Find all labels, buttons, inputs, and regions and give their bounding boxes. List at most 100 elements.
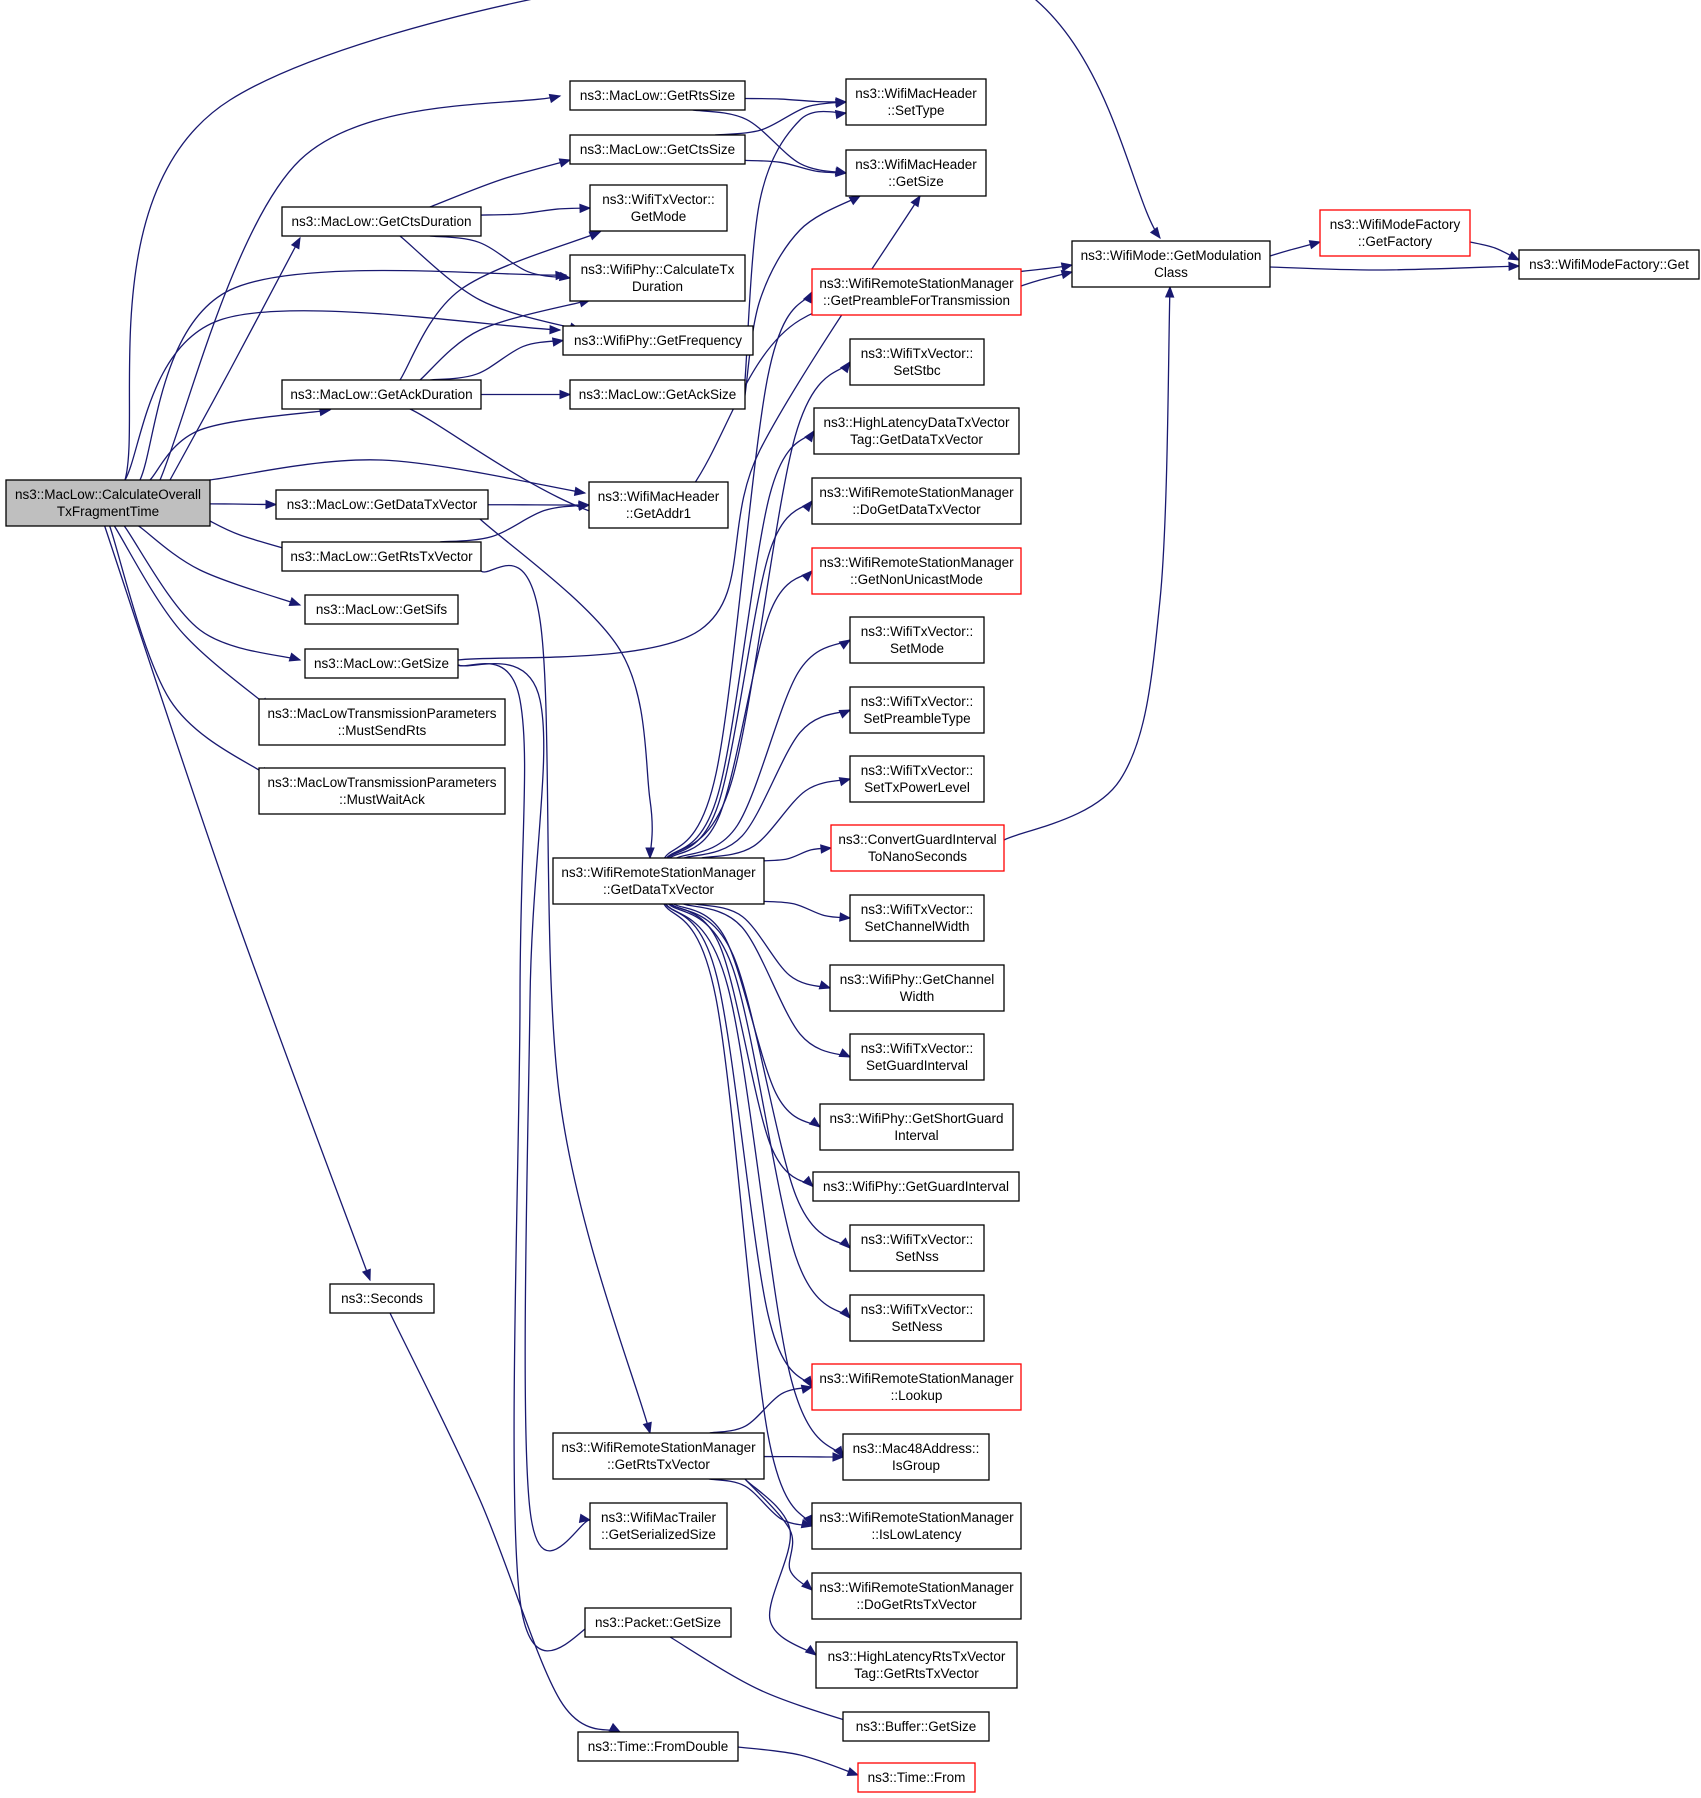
node-seconds[interactable]: ns3::Seconds [329, 1283, 435, 1314]
node-getCtsDuration[interactable]: ns3::MacLow::GetCtsDuration [281, 206, 482, 237]
node-getPreamble[interactable]: ns3::WifiRemoteStationManager::GetPreamb… [811, 268, 1022, 316]
edge-getModulationClass-to-wmfGet [1261, 265, 1520, 271]
node-doGetRtsTxVector[interactable]: ns3::WifiRemoteStationManager::DoGetRtsT… [811, 1572, 1022, 1620]
node-box [857, 1762, 976, 1793]
node-label-line: ns3::MacLow::CalculateOverall [15, 487, 201, 502]
node-getRtsTxVectorML[interactable]: ns3::MacLow::GetRtsTxVector [281, 541, 482, 572]
node-hlRtsTag[interactable]: ns3::HighLatencyRtsTxVectorTag::GetRtsTx… [815, 1641, 1018, 1689]
node-macLowGetSize[interactable]: ns3::MacLow::GetSize [304, 648, 459, 679]
node-getNonUnicastMode[interactable]: ns3::WifiRemoteStationManager::GetNonUni… [811, 547, 1022, 595]
edge-seconds-to-fromDouble-arrowhead [608, 1722, 622, 1733]
node-wrsmGetRtsTxVector[interactable]: ns3::WifiRemoteStationManager::GetRtsTxV… [552, 1432, 765, 1480]
node-getFrequency[interactable]: ns3::WifiPhy::GetFrequency [562, 325, 754, 356]
node-setPreambleType[interactable]: ns3::WifiTxVector::SetPreambleType [849, 686, 985, 734]
edge-wrsmGetDataTxVector-to-getNonUnicastMode-arrowhead [801, 570, 813, 582]
node-getAckSize[interactable]: ns3::MacLow::GetAckSize [569, 379, 746, 410]
node-setTxPowerLevel[interactable]: ns3::WifiTxVector::SetTxPowerLevel [849, 755, 985, 803]
node-getRtsSize[interactable]: ns3::MacLow::GetRtsSize [569, 80, 746, 111]
node-box [281, 379, 482, 410]
node-setChannelWidth[interactable]: ns3::WifiTxVector::SetChannelWidth [849, 894, 985, 942]
edge-root-to-getModulationClass [116, 0, 1161, 509]
node-label-line: ns3::WifiTxVector:: [861, 346, 974, 361]
node-mustSendRts[interactable]: ns3::MacLowTransmissionParameters::MustS… [258, 698, 506, 746]
node-setGuardInterval[interactable]: ns3::WifiTxVector::SetGuardInterval [849, 1033, 985, 1081]
node-setStbc[interactable]: ns3::WifiTxVector::SetStbc [849, 338, 985, 386]
node-label-line: ns3::WifiRemoteStationManager [819, 276, 1014, 291]
node-isLowLatency[interactable]: ns3::WifiRemoteStationManager::IsLowLate… [811, 1502, 1022, 1550]
node-getCtsSize[interactable]: ns3::MacLow::GetCtsSize [569, 134, 746, 165]
edge-getCtsDuration-to-calcTxDuration [429, 235, 571, 279]
node-label-line: ns3::WifiPhy::GetGuardInterval [823, 1179, 1009, 1194]
edge-getAckSize-to-wmhGetSize-arrowhead [848, 195, 862, 206]
node-label-line: ::GetFactory [1358, 234, 1433, 249]
node-timeFrom[interactable]: ns3::Time::From [857, 1762, 976, 1793]
node-box [569, 379, 746, 410]
node-label-line: ns3::WifiTxVector:: [602, 192, 715, 207]
node-box [281, 541, 482, 572]
node-fromDouble[interactable]: ns3::Time::FromDouble [577, 1731, 739, 1762]
node-label-line: ns3::Mac48Address:: [853, 1441, 980, 1456]
node-label-line: ns3::MacLow::GetDataTxVector [287, 497, 478, 512]
edge-wrsmGetDataTxVector-to-getGuardInterval-arrowhead [802, 1175, 814, 1188]
node-label-line: SetStbc [893, 363, 941, 378]
node-wmfGet[interactable]: ns3::WifiModeFactory::Get [1518, 249, 1700, 280]
node-label-line: ns3::WifiPhy::GetShortGuard [829, 1111, 1003, 1126]
node-box [562, 325, 754, 356]
node-label-line: ns3::WifiRemoteStationManager [561, 865, 756, 880]
node-label-line: Tag::GetRtsTxVector [854, 1666, 979, 1681]
node-getGuardInterval[interactable]: ns3::WifiPhy::GetGuardInterval [812, 1171, 1020, 1202]
node-isGroup[interactable]: ns3::Mac48Address::IsGroup [842, 1433, 990, 1481]
edge-wrsmGetDataTxVector-to-setTxPowerLevel [701, 778, 851, 859]
node-box [815, 1641, 1018, 1689]
node-box [1071, 240, 1271, 288]
node-label-line: ns3::WifiTxVector:: [861, 1232, 974, 1247]
node-label-line: ns3::WifiRemoteStationManager [819, 555, 1014, 570]
node-box [849, 616, 985, 664]
node-box [811, 268, 1022, 316]
node-box [845, 78, 987, 126]
node-box [552, 1432, 765, 1480]
node-wmhGetSize[interactable]: ns3::WifiMacHeader::GetSize [845, 149, 987, 197]
node-bufferGetSize[interactable]: ns3::Buffer::GetSize [842, 1711, 990, 1742]
node-label-line: ns3::WifiPhy::GetFrequency [574, 333, 742, 348]
node-hlDataTag[interactable]: ns3::HighLatencyDataTxVectorTag::GetData… [813, 407, 1020, 455]
node-wmfGetFactory[interactable]: ns3::WifiModeFactory::GetFactory [1319, 209, 1471, 257]
node-box [569, 80, 746, 111]
node-getAckDuration[interactable]: ns3::MacLow::GetAckDuration [281, 379, 482, 410]
node-getSifs[interactable]: ns3::MacLow::GetSifs [304, 594, 459, 625]
node-doGetDataTxVector[interactable]: ns3::WifiRemoteStationManager::DoGetData… [811, 477, 1022, 525]
edge-wrsmGetDataTxVector-to-setChannelWidth-arrowhead [839, 912, 852, 922]
node-packetGetSize[interactable]: ns3::Packet::GetSize [584, 1607, 732, 1638]
node-label-line: ns3::MacLow::GetAckDuration [290, 387, 472, 402]
node-lookup[interactable]: ns3::WifiRemoteStationManager::Lookup [811, 1363, 1022, 1411]
node-getSerializedSize[interactable]: ns3::WifiMacTrailer::GetSerializedSize [589, 1502, 728, 1550]
node-label-line: ns3::MacLow::GetSifs [316, 602, 448, 617]
node-box [813, 407, 1020, 455]
node-label-line: ns3::WifiTxVector:: [861, 694, 974, 709]
node-wrsmGetDataTxVector[interactable]: ns3::WifiRemoteStationManager::GetDataTx… [552, 857, 765, 905]
node-label-line: ::MustSendRts [338, 723, 427, 738]
node-root[interactable]: ns3::MacLow::CalculateOverallTxFragmentT… [5, 479, 211, 527]
node-txvGetMode[interactable]: ns3::WifiTxVector::GetMode [589, 184, 728, 232]
edge-root-to-getRtsSize [149, 95, 561, 505]
node-getAddr1[interactable]: ns3::WifiMacHeader::GetAddr1 [588, 481, 729, 529]
node-setNess[interactable]: ns3::WifiTxVector::SetNess [849, 1294, 985, 1342]
node-setNss[interactable]: ns3::WifiTxVector::SetNss [849, 1224, 985, 1272]
node-label-line: ns3::WifiTxVector:: [861, 763, 974, 778]
node-getDataTxVectorML[interactable]: ns3::MacLow::GetDataTxVector [275, 489, 489, 520]
node-setType[interactable]: ns3::WifiMacHeader::SetType [845, 78, 987, 126]
node-label-line: ns3::WifiMacTrailer [601, 1510, 717, 1525]
node-box [812, 1171, 1020, 1202]
edge-fromDouble-to-timeFrom-arrowhead [846, 1767, 860, 1777]
node-box [811, 547, 1022, 595]
node-setMode[interactable]: ns3::WifiTxVector::SetMode [849, 616, 985, 664]
node-mustWaitAck[interactable]: ns3::MacLowTransmissionParameters::MustW… [258, 767, 506, 815]
edge-getAckDuration-to-getAckSize-arrowhead [559, 389, 572, 400]
edge-macLowGetSize-to-packetGetSize [452, 661, 601, 1652]
node-label-line: ::GetPreambleForTransmission [823, 293, 1010, 308]
